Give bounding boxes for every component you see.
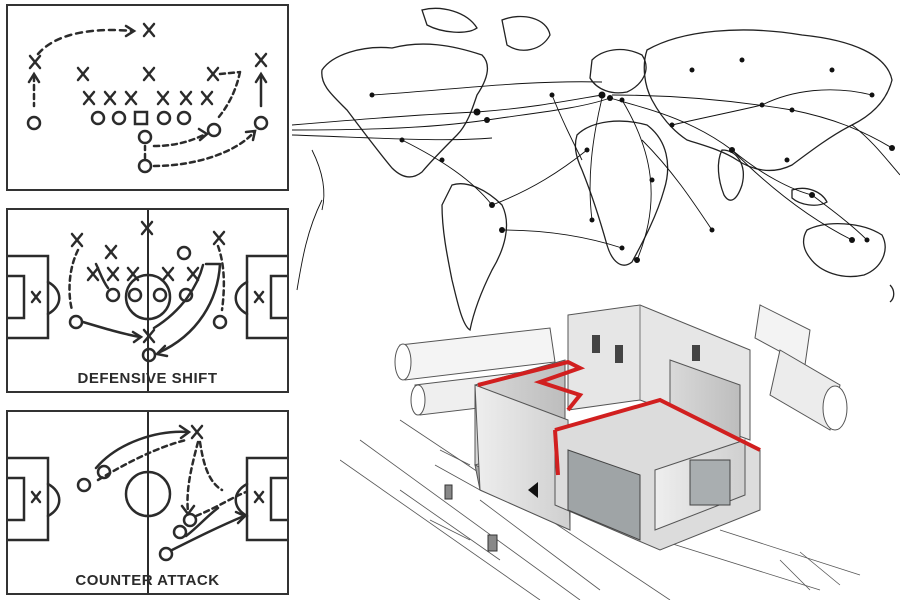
world-network-map — [292, 7, 900, 332]
network-nodes — [369, 57, 895, 263]
soccer-counter-attack-diagram: COUNTER ATTACK — [6, 410, 289, 595]
red-wall-outline — [477, 359, 761, 476]
football-play-diagram — [6, 4, 289, 191]
counter-attack-sketch — [8, 412, 287, 593]
blueprint-sheet — [340, 419, 861, 600]
soccer-defensive-shift-diagram: DEFENSIVE SHIFT — [6, 208, 289, 393]
architecture-house-model — [340, 304, 861, 600]
house-left-wing — [474, 359, 571, 531]
site-figures — [444, 484, 498, 552]
panel-caption-counter-attack: COUNTER ATTACK — [75, 572, 220, 589]
play-sketch — [26, 22, 269, 174]
network-routes — [292, 81, 900, 291]
house-front-block — [554, 399, 761, 551]
panel-caption-defensive-shift: DEFENSIVE SHIFT — [77, 370, 218, 387]
continent-outlines — [321, 7, 895, 332]
defensive-shift-sketch — [8, 210, 287, 391]
north-arrow — [528, 482, 538, 498]
